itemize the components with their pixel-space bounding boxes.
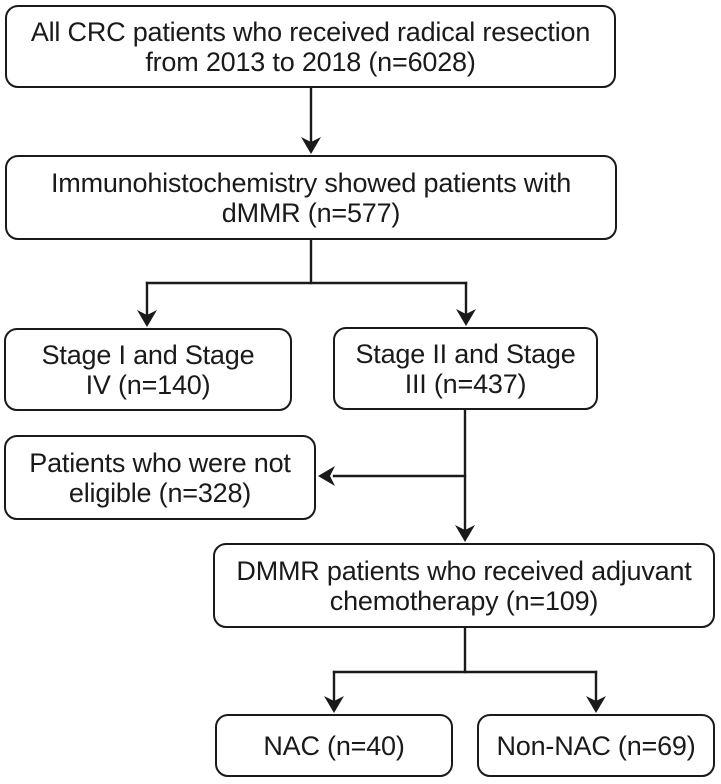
flow-box-adjuvant-line2: chemotherapy (n=109) xyxy=(329,585,599,616)
flow-box-not-eligible: Patients who were not eligible (n=328) xyxy=(4,435,316,520)
arrowhead-down-nac xyxy=(324,696,344,713)
arrowhead-down-stage23 xyxy=(456,309,476,326)
flow-box-ihc-dmmr: Immunohistochemistry showed patients wit… xyxy=(5,155,617,240)
arrowhead-down-non-nac xyxy=(586,696,606,713)
flow-box-stage-2-and-3-line2: III (n=437) xyxy=(404,368,527,399)
flow-box-all-crc-line1: All CRC patients who received radical re… xyxy=(30,16,591,47)
arrowhead-down-adjuvant xyxy=(455,525,475,542)
flow-box-adjuvant-line1: DMMR patients who received adjuvant xyxy=(236,555,692,586)
arrowhead-down-ihc xyxy=(301,137,321,154)
flow-box-nac-line1: NAC (n=40) xyxy=(263,730,405,761)
flow-box-not-eligible-line2: eligible (n=328) xyxy=(68,477,252,508)
flow-box-ihc-dmmr-line2: dMMR (n=577) xyxy=(221,197,401,228)
flow-box-non-nac: Non-NAC (n=69) xyxy=(477,714,715,777)
flow-box-all-crc-line2: from 2013 to 2018 (n=6028) xyxy=(145,46,476,77)
flow-box-not-eligible-line1: Patients who were not xyxy=(29,447,291,478)
arrowhead-left-not-eligible xyxy=(318,466,335,486)
flow-box-stage-2-and-3-line1: Stage II and Stage xyxy=(355,338,576,369)
flow-box-stage-1-and-4-line1: Stage I and Stage xyxy=(41,339,255,370)
flow-box-nac: NAC (n=40) xyxy=(215,714,453,777)
flow-box-ihc-dmmr-line1: Immunohistochemistry showed patients wit… xyxy=(50,167,572,198)
flow-box-stage-2-and-3: Stage II and Stage III (n=437) xyxy=(333,327,598,410)
flow-box-stage-1-and-4: Stage I and Stage IV (n=140) xyxy=(4,328,292,411)
flow-box-non-nac-line1: Non-NAC (n=69) xyxy=(496,730,696,761)
arrowhead-down-stage14 xyxy=(137,310,157,327)
flow-box-all-crc-patients: All CRC patients who received radical re… xyxy=(5,5,616,88)
flow-box-adjuvant-chemotherapy: DMMR patients who received adjuvant chem… xyxy=(213,543,715,628)
flow-box-stage-1-and-4-line2: IV (n=140) xyxy=(85,369,211,400)
